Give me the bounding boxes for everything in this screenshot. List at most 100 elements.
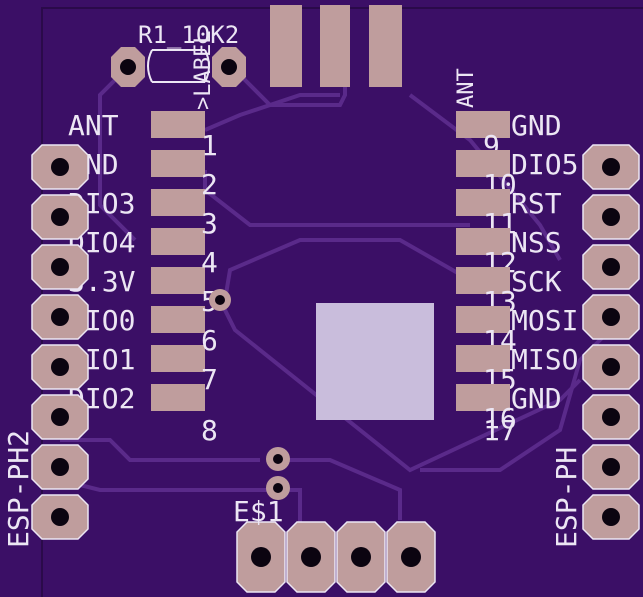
pad-left xyxy=(151,150,205,177)
pad-right xyxy=(456,345,510,372)
connector-hole xyxy=(602,308,620,326)
connector-outline xyxy=(31,444,89,490)
pad-left xyxy=(151,384,205,411)
connector-hole xyxy=(602,508,620,526)
pin-label-right: GND xyxy=(511,109,562,142)
pin-label-left: ANT xyxy=(68,109,119,142)
connector-hole xyxy=(602,158,620,176)
header-pad xyxy=(320,5,350,87)
connector-hole xyxy=(602,458,620,476)
trace xyxy=(223,238,471,301)
connector-hole xyxy=(51,208,69,226)
connector-hole xyxy=(51,408,69,426)
pad-right xyxy=(456,306,510,333)
top-header xyxy=(270,5,402,87)
right-extra-number: 17 xyxy=(483,414,517,447)
pin-label-right: RST xyxy=(511,187,562,220)
connector-hole xyxy=(602,258,620,276)
pin-number-left: 2 xyxy=(201,168,218,201)
trace xyxy=(203,170,470,227)
pad-left xyxy=(151,345,205,372)
via-hole xyxy=(273,483,283,493)
resistor-hole xyxy=(120,59,136,75)
left-connector-label: ESP-PH2 xyxy=(2,430,35,548)
pad-right xyxy=(456,150,510,177)
connector-hole xyxy=(51,258,69,276)
trace xyxy=(204,93,340,132)
connector-hole xyxy=(602,358,620,376)
connector-outline xyxy=(582,344,640,390)
connector-outline xyxy=(286,521,336,593)
via-hole xyxy=(273,454,283,464)
connector-outline xyxy=(31,244,89,290)
connector-outline xyxy=(31,144,89,190)
left-extra-number: 8 xyxy=(201,414,218,447)
resistor-value-label: >LABEL xyxy=(191,31,216,110)
pin-number-left: 7 xyxy=(201,363,218,396)
pin-label-right: SCK xyxy=(511,265,562,298)
right-pads: GND9DIO510RST11NSS12SCK13MOSI14MISO15GND… xyxy=(456,109,578,435)
connector-hole xyxy=(51,458,69,476)
connector-outline xyxy=(31,494,89,540)
connector-outline xyxy=(582,444,640,490)
pin-number-left: 1 xyxy=(201,129,218,162)
header-pad xyxy=(369,5,402,87)
resistor-outline xyxy=(147,49,210,83)
header-ant-label: ANT xyxy=(454,68,479,108)
connector-hole xyxy=(51,358,69,376)
connector-outline xyxy=(582,394,640,440)
pad-left xyxy=(151,306,205,333)
pad-left xyxy=(151,189,205,216)
pad-left xyxy=(151,228,205,255)
connector-outline xyxy=(31,344,89,390)
pad-right xyxy=(456,267,510,294)
connector-outline xyxy=(582,494,640,540)
connector-hole xyxy=(351,547,371,567)
connector-outline xyxy=(582,244,640,290)
pin-number-left: 6 xyxy=(201,324,218,357)
connector-hole xyxy=(51,158,69,176)
trace xyxy=(228,63,347,107)
connector-outline xyxy=(31,394,89,440)
resistor-hole xyxy=(221,59,237,75)
resistor-label: R1_10K2 xyxy=(138,21,239,49)
resistor-r1: R1_10K2 >LABEL xyxy=(111,21,246,110)
connector-outline xyxy=(336,521,386,593)
pad-right xyxy=(456,111,510,138)
pad-right xyxy=(456,228,510,255)
connector-hole xyxy=(51,508,69,526)
connector-hole xyxy=(51,308,69,326)
pin-label-right: DIO5 xyxy=(511,148,578,181)
connector-outline xyxy=(582,144,640,190)
vias xyxy=(209,289,290,500)
pin-number-right: 16 xyxy=(483,402,517,435)
connector-outline xyxy=(582,294,640,340)
module-label: E$1 xyxy=(233,495,284,528)
connector-hole xyxy=(401,547,421,567)
pin-label-right: GND xyxy=(511,382,562,415)
pin-number-left: 3 xyxy=(201,207,218,240)
right-connector xyxy=(582,144,640,540)
connector-outline xyxy=(236,521,286,593)
trace xyxy=(278,458,402,520)
pin-number-left: 4 xyxy=(201,246,218,279)
connector-outline xyxy=(386,521,436,593)
trace xyxy=(60,438,260,462)
pad-left xyxy=(151,111,205,138)
via-hole xyxy=(215,295,225,305)
pad-right xyxy=(456,384,510,411)
connector-hole xyxy=(602,208,620,226)
pad-right xyxy=(456,189,510,216)
connector-hole xyxy=(251,547,271,567)
connector-outline xyxy=(582,194,640,240)
connector-outline xyxy=(31,194,89,240)
pad-left xyxy=(151,267,205,294)
pin-label-right: NSS xyxy=(511,226,562,259)
left-connector xyxy=(31,144,89,540)
connector-outline xyxy=(31,294,89,340)
pin-label-right: MISO xyxy=(511,343,578,376)
trace xyxy=(408,93,562,261)
